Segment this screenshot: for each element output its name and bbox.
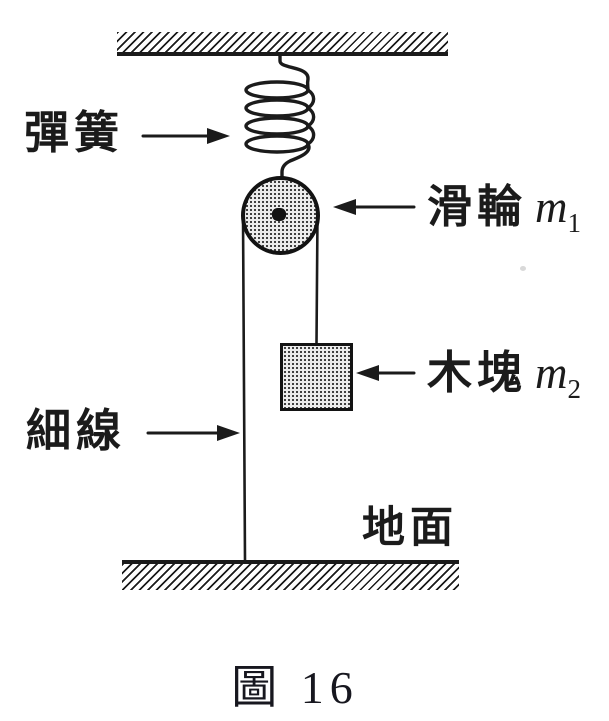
pulley — [241, 176, 320, 255]
figure-caption: 圖 16 — [231, 662, 359, 713]
arrow-left-icon — [333, 199, 416, 215]
arrow-left-icon — [356, 365, 416, 381]
string-label: 細線 — [26, 407, 126, 456]
ceiling-hatch — [117, 32, 448, 56]
arrow-right-icon — [146, 425, 240, 441]
ground-label-text: 地面 — [362, 505, 458, 552]
arrow-right-icon — [141, 128, 230, 144]
pulley-mass-symbol: m1 — [535, 182, 582, 238]
scan-speck — [520, 266, 526, 271]
block — [280, 343, 353, 411]
spring-label-text: 彈簧 — [24, 108, 125, 158]
block-mass-symbol: m2 — [535, 348, 582, 404]
pulley-label-text: 滑輪 — [427, 182, 528, 232]
spring-label: 彈簧 — [24, 109, 124, 158]
spring-coil-icon — [244, 52, 316, 181]
ground-hatch — [122, 560, 459, 590]
ground-label: 地面 — [362, 505, 458, 552]
string-right-segment — [315, 213, 319, 346]
block-label-text: 木塊 — [427, 348, 528, 398]
string-label-text: 細線 — [26, 406, 127, 456]
string-left-segment — [241, 213, 247, 563]
pulley-axle-dot — [272, 208, 286, 221]
